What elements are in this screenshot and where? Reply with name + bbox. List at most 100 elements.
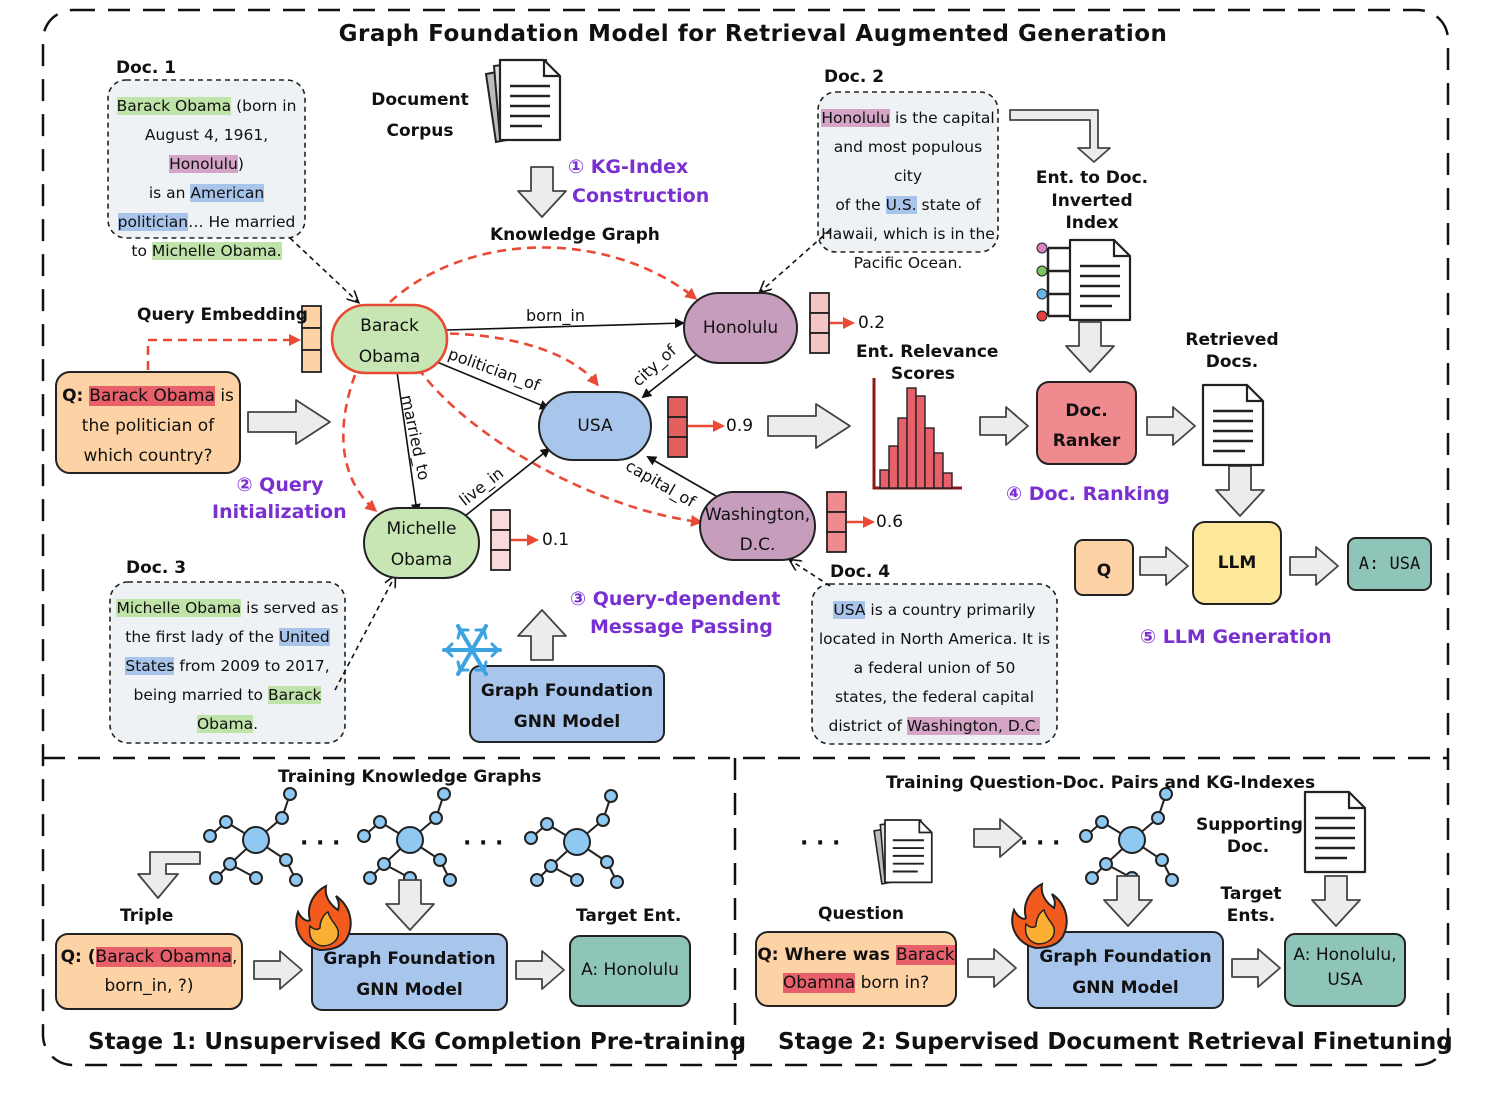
stage2-query-entity-1: Barack	[895, 945, 955, 965]
training-kg-icon-1	[203, 787, 303, 887]
inverted-index-icon	[1036, 238, 1132, 322]
score-usa: 0.9	[726, 416, 754, 436]
stage2-answer-box[interactable]	[1284, 933, 1406, 1007]
node-washington-label-2: D.C.	[739, 535, 776, 555]
stage2-question-label: Question	[818, 904, 904, 924]
kg-index-label-2: Construction	[572, 185, 710, 207]
retrieved-docs-label-2: Docs.	[1205, 352, 1259, 372]
stage1-fire-icon	[295, 885, 352, 951]
stage1-dots-1: · · ·	[300, 831, 341, 856]
doc-ranker-label-1: Doc.	[1065, 401, 1108, 421]
training-kg-icon-3	[524, 789, 624, 889]
doc-text-span: states, the federal capital	[834, 688, 1035, 706]
diagram-title: Graph Foundation Model for Retrieval Aug…	[338, 21, 1168, 47]
llm-box[interactable]	[1192, 521, 1282, 605]
stage2-gfm-box[interactable]	[1027, 931, 1224, 1009]
stage1-title: Stage 1: Unsupervised KG Completion Pre-…	[88, 1029, 747, 1055]
node-barack-label-1: Barack	[360, 316, 419, 336]
doc-text-span: August 4, 1961,	[144, 126, 269, 144]
doc2-label: Doc. 2	[824, 67, 885, 87]
usa-score-vector	[667, 396, 688, 458]
doc-ranker-box[interactable]	[1036, 381, 1137, 465]
ent-relevance-label-2: Scores	[890, 364, 956, 384]
stage2-gfm-label-2: GNN Model	[1072, 978, 1179, 998]
doc-text-span: is an	[148, 184, 191, 202]
doc1-label: Doc. 1	[116, 58, 177, 78]
michelle-score-vector	[490, 509, 511, 571]
answer-box[interactable]	[1347, 537, 1432, 591]
node-michelle-obama[interactable]	[363, 507, 480, 579]
node-michelle-label-1: Michelle	[386, 519, 457, 539]
stage1-training-kg-label: Training Knowledge Graphs	[278, 767, 542, 787]
doc-text-span: of the	[835, 196, 886, 214]
doc-text-span: Barack Obama	[116, 97, 232, 115]
gfm-label-1: Graph Foundation	[480, 681, 654, 701]
kg-index-label-1: ① KG-Index	[568, 156, 689, 178]
node-usa[interactable]	[538, 391, 652, 461]
doc-text-span: Honolulu	[169, 155, 238, 173]
doc-text-span: located in North America. It is	[818, 630, 1051, 648]
document-corpus-label-2: Corpus	[386, 121, 454, 141]
doc-text-span: USA	[833, 601, 866, 619]
doc-text-span: Michelle Obama.	[151, 242, 282, 260]
doc-text-span: … He married	[188, 213, 296, 231]
doc-text-span: Pacific Ocean.	[853, 254, 963, 272]
ent-doc-label-1: Ent. to Doc.	[1035, 168, 1149, 188]
doc-text-span: Michelle Obama	[116, 599, 242, 617]
stage2-supporting-label-2: Doc.	[1226, 837, 1270, 857]
histogram-bar	[888, 445, 899, 489]
histogram-bar	[906, 387, 917, 489]
node-honolulu-label: Honolulu	[702, 318, 779, 338]
gfm-label-2: GNN Model	[513, 712, 621, 732]
stage1-gfm-label-2: GNN Model	[356, 980, 463, 1000]
stage1-triple-label: Triple	[120, 906, 174, 926]
node-barack-obama[interactable]	[330, 303, 449, 375]
node-honolulu[interactable]	[683, 292, 798, 364]
query-embedding-label: Query Embedding	[137, 305, 308, 325]
stage2-kg-icon	[1079, 787, 1179, 887]
query-init-label-1: ② Query	[236, 474, 324, 496]
message-passing-label-1: ③ Query-dependent	[570, 588, 781, 610]
stage1-target-label: Target Ent.	[576, 906, 682, 926]
stage1-query-prefix: Q: (	[60, 947, 96, 967]
stage2-doc-stack-icon	[874, 820, 932, 884]
washington-score-vector	[826, 491, 847, 553]
doc-text-span: Barack	[267, 686, 322, 704]
histogram-bar	[924, 427, 935, 489]
stage1-answer-box[interactable]	[569, 935, 691, 1007]
stage2-query-entity-2: Obamna	[782, 973, 856, 993]
stage1-gfm-box[interactable]	[311, 933, 508, 1011]
doc-ranker-label-2: Ranker	[1052, 431, 1121, 451]
ent-doc-label-3: Index	[1065, 213, 1119, 233]
node-barack-label-2: Obama	[358, 347, 421, 367]
node-washington-label-1: Washington,	[704, 505, 811, 525]
llm-q-box[interactable]	[1074, 539, 1134, 596]
stage2-title: Stage 2: Supervised Document Retrieval F…	[778, 1029, 1453, 1055]
stage1-dots-2: · · ·	[463, 831, 504, 856]
doc-text-span: )	[237, 155, 244, 173]
edge-born-in-label: born_in	[526, 306, 585, 325]
doc-text-span: being married to	[133, 686, 268, 704]
message-passing-label-2: Message Passing	[590, 616, 773, 638]
doc-text-span: a federal union of 50	[853, 659, 1016, 677]
gfm-box[interactable]	[469, 665, 665, 743]
stage2-training-pairs-label: Training Question-Doc. Pairs and KG-Inde…	[886, 773, 1316, 793]
query-init-label-2: Initialization	[212, 501, 347, 523]
stage1-query-line2: born_in, ?)	[104, 976, 194, 996]
node-washington-dc[interactable]	[699, 491, 816, 561]
stage2-dots-2: · · ·	[1020, 831, 1061, 856]
doc-text-span: to	[131, 242, 152, 260]
query-line3: which country?	[83, 446, 213, 466]
training-kg-icon-2	[357, 787, 457, 887]
histogram-bar	[933, 452, 944, 489]
stage2-dots-1: · · ·	[800, 831, 841, 856]
doc4-bubble	[811, 583, 1058, 745]
snowflake-icon	[442, 624, 502, 676]
stage1-query-rest: ,	[231, 947, 238, 967]
stage2-fire-icon	[1011, 883, 1068, 949]
score-washington: 0.6	[876, 512, 904, 532]
